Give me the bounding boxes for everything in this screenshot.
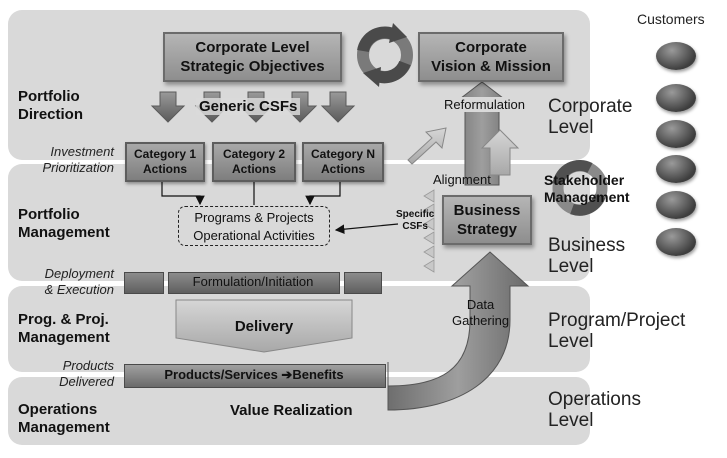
data-gathering-arrow <box>387 251 530 411</box>
formulation-label: Formulation/Initiation <box>192 274 314 289</box>
reformulation-label: Reformulation <box>442 97 527 112</box>
customer-icon <box>656 155 696 183</box>
cycle-icon-top <box>357 23 413 87</box>
level-program: Program/Project Level <box>548 310 686 352</box>
label-portfolio-management: Portfolio Management <box>18 206 110 241</box>
specific-csfs-label: Specific CSFs <box>396 209 435 232</box>
label-prog-proj-management: Prog. & Proj. Management <box>18 311 110 346</box>
programs-box: Programs & Projects Operational Activiti… <box>178 206 330 246</box>
alignment-up-arrow <box>480 129 520 176</box>
customer-icon <box>656 84 696 112</box>
formulation-bar <box>168 272 340 294</box>
category-2-box: Category 2 Actions <box>212 142 296 182</box>
level-business: Business Level <box>548 235 626 277</box>
level-corporate: Corporate Level <box>548 96 633 138</box>
cycle-icon-stakeholder <box>552 159 608 216</box>
customer-icon <box>656 42 696 70</box>
connector-lines <box>161 180 399 234</box>
delivery-label: Delivery <box>234 318 294 335</box>
label-deployment-execution: Deployment & Execution <box>44 266 114 297</box>
alignment-diagonal-arrow <box>407 127 447 165</box>
generic-csfs-label: Generic CSFs <box>196 98 301 115</box>
business-strategy-box: Business Strategy <box>442 195 532 245</box>
products-bar <box>124 364 386 388</box>
label-products-delivered: Products Delivered <box>59 358 114 389</box>
specific-csf-arrows <box>423 189 435 273</box>
level-operations: Operations Level <box>548 389 641 431</box>
customer-icon <box>656 191 696 219</box>
data-gathering-label: Data Gathering <box>452 297 510 328</box>
customer-icon <box>656 120 696 148</box>
alignment-label: Alignment <box>433 172 491 187</box>
label-portfolio-direction: Portfolio Direction <box>18 88 84 123</box>
band-operations <box>8 377 590 445</box>
formulation-segment <box>124 272 164 294</box>
corporate-objectives-box: Corporate Level Strategic Objectives <box>163 32 342 82</box>
corporate-vision-box: Corporate Vision & Mission <box>418 32 564 82</box>
value-realization-label: Value Realization <box>230 402 353 419</box>
label-operations-management: Operations Management <box>18 401 110 436</box>
products-services-label: Products/Services ➔Benefits <box>164 367 344 382</box>
formulation-segment <box>344 272 382 294</box>
category-n-box: Category N Actions <box>302 142 384 182</box>
delivery-shape <box>175 299 353 353</box>
customer-icon <box>656 228 696 256</box>
stakeholder-label: Stakeholder Management <box>544 172 630 205</box>
label-investment-prioritization: Investment Prioritization <box>42 144 114 175</box>
customers-label: Customers <box>637 11 705 27</box>
category-1-box: Category 1 Actions <box>125 142 205 182</box>
